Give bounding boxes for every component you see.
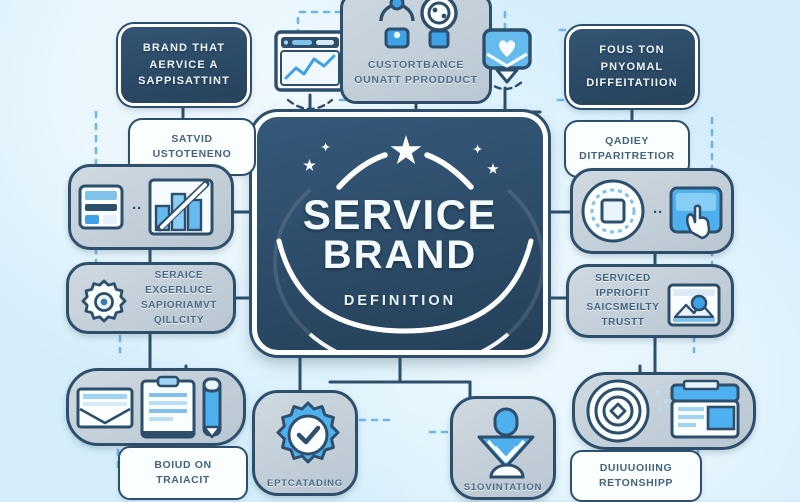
envelope-icon (76, 387, 134, 429)
node-left-upper-pill[interactable]: ·· (68, 164, 234, 250)
clipboard-icon (140, 375, 196, 439)
pos-terminal-icon (78, 184, 124, 230)
node-bottom-gear-pill[interactable]: EPTCATADING (252, 390, 358, 496)
bar-chart-pen-icon (148, 178, 214, 236)
heart-envelope-icon (478, 24, 536, 86)
radial-target-icon (581, 179, 645, 243)
gear-check-icon (276, 401, 340, 464)
user-badge-icon (379, 0, 458, 49)
node-bottom-left-caption-label: BOIUD ON TRAIACIT (154, 458, 212, 486)
node-bottom-gear-pill-label: EPTCATADING (266, 478, 343, 489)
node-top-right-plate-label: FOUS TON PNYOMAL DIFFEITATIION (586, 44, 678, 90)
node-bottom-right-caption[interactable]: DUIUUOIIING RETONSHIPP (570, 450, 702, 502)
node-bottom-right-caption-label: DUIUUOIIING RETONSHIPP (598, 461, 674, 489)
badge-flourish (276, 152, 534, 334)
badge-title-line2: BRAND (322, 232, 478, 277)
node-right-upper-pill[interactable]: ·· (570, 168, 734, 254)
node-top-left-plate[interactable]: BRAND THAT AERVICE A SAPPISATTINT (116, 22, 252, 108)
service-brand-badge[interactable]: ✦ ✦ SERVICE BRAND DEFINITION (249, 109, 551, 358)
node-top-center-plate-label: CUSTORTBANCE OUNATT PPRODDUCT (354, 58, 478, 87)
svg-text:··: ·· (653, 204, 663, 221)
node-right-mid-pill[interactable]: SERVICED IPPRIOFIT SAICSMEILTY TRUSTT (566, 264, 734, 338)
browser-line-chart-icon (268, 28, 352, 94)
node-bottom-signal-pill[interactable]: S1OVINTATION (450, 396, 556, 500)
node-bottom-left-caption[interactable]: BOIUD ON TRAIACIT (118, 446, 248, 500)
pen-icon (202, 377, 222, 439)
node-top-center-plate[interactable]: CUSTORTBANCE OUNATT PPRODDUCT (340, 0, 492, 104)
tap-screen-icon (669, 186, 723, 240)
node-top-left-plate-label: BRAND THAT AERVICE A SAPPISATTINT (138, 42, 230, 88)
badge-star-small-right-icon (487, 163, 499, 174)
node-top-right-plate[interactable]: FOUS TON PNYOMAL DIFFEITATIION (564, 24, 700, 110)
node-right-mid-pill-label: SERVICED IPPRIOFIT SAICSMEILTY TRUSTT (586, 273, 660, 328)
node-left-upper-caption-label: SATVID USTOTENENO (152, 132, 232, 160)
node-bottom-right-pill[interactable] (572, 372, 756, 450)
concentric-target-icon (586, 379, 650, 443)
badge-subtitle: DEFINITION (343, 293, 457, 309)
photo-card-icon (667, 283, 721, 327)
node-left-mid-pill-label: SERAICE EXGERLUCE SAPIORIAMVT QILLCITY (140, 270, 218, 326)
node-right-upper-caption-label: QADIEY DITPARITRETIOR (579, 134, 675, 162)
node-bottom-signal-pill-label: S1OVINTATION (463, 482, 543, 493)
badge-title: SERVICE BRAND (257, 191, 543, 277)
node-left-mid-pill[interactable]: SERAICE EXGERLUCE SAPIORIAMVT QILLCITY (66, 262, 236, 334)
gear-icon (81, 279, 127, 323)
printer-card-icon (670, 379, 740, 439)
badge-sparkle-right-icon: ✦ (473, 144, 483, 156)
badge-title-line1: SERVICE (302, 191, 498, 238)
badge-star-small-left-icon (303, 159, 316, 171)
signal-person-icon (477, 407, 535, 479)
badge-sparkle-left-icon: ✦ (321, 142, 331, 154)
svg-text:··: ·· (132, 200, 142, 217)
badge-arc (273, 153, 543, 350)
node-bottom-left-pill[interactable] (66, 368, 246, 446)
